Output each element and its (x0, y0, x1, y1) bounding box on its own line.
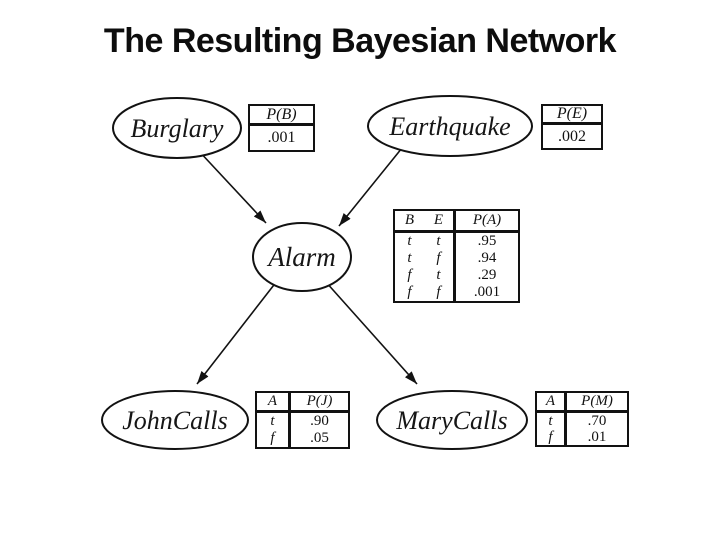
marycalls-cpt-cell: f (548, 428, 553, 445)
alarm-cpt-cell: f (407, 267, 412, 283)
edge-earthquake-alarm (338, 147, 403, 227)
johncalls-cpt-col-header-pj: P(J) (288, 393, 348, 413)
alarm-cpt-cell: t (436, 267, 441, 283)
marycalls-cpt-cell: t (548, 412, 553, 429)
edge-burglary-alarm (196, 148, 267, 224)
node-earthquake (367, 95, 533, 157)
johncalls-cpt-col-header-a: A (257, 393, 288, 413)
node-marycalls-label: MaryCalls (395, 406, 507, 435)
slide-title: The Resulting Bayesian Network (103, 22, 617, 60)
alarm-cpt-table: B E P(A) t t .95 t f .94 f t .29 f f .00… (393, 209, 520, 303)
burglary-cpt-header: P(B) (250, 106, 313, 126)
alarm-cpt-cell: .95 (453, 233, 518, 250)
node-alarm (252, 222, 352, 292)
marycalls-cpt-cell: .70 (564, 413, 627, 429)
alarm-cpt-col-header-b: B (395, 211, 424, 233)
alarm-cpt-cell: f (436, 284, 441, 300)
alarm-cpt-cell: .001 (453, 284, 518, 301)
burglary-cpt-table: P(B) .001 (248, 104, 315, 152)
node-burglary-label: Burglary (131, 114, 224, 143)
marycalls-cpt-col-header-pm: P(M) (564, 393, 627, 413)
johncalls-cpt-table: A P(J) t .90 f .05 (255, 391, 350, 449)
alarm-cpt-cell: .94 (453, 250, 518, 267)
node-johncalls-label: JohnCalls (122, 406, 227, 435)
alarm-cpt-cell: f (407, 284, 412, 300)
marycalls-cpt-table: A P(M) t .70 f .01 (535, 391, 629, 447)
johncalls-cpt-cell: .05 (288, 430, 348, 447)
alarm-cpt-cell: f (436, 250, 441, 266)
johncalls-cpt-cell: t (270, 413, 275, 429)
earthquake-cpt-header: P(E) (543, 106, 601, 125)
earthquake-cpt-table: P(E) .002 (541, 104, 603, 150)
node-johncalls (101, 390, 249, 450)
edge-alarm-marycalls (324, 280, 418, 385)
marycalls-cpt-cell: .01 (564, 429, 627, 445)
alarm-cpt-cell: t (407, 250, 412, 266)
johncalls-cpt-cell: f (270, 430, 275, 446)
earthquake-cpt-value: .002 (558, 127, 586, 145)
alarm-cpt-cell: t (436, 233, 441, 249)
node-burglary (112, 97, 242, 159)
alarm-cpt-col-header-e: E (424, 211, 453, 233)
burglary-cpt-value: .001 (267, 129, 296, 146)
node-marycalls (376, 390, 528, 450)
edge-alarm-johncalls (196, 280, 278, 385)
alarm-cpt-cell: .29 (453, 267, 518, 284)
marycalls-cpt-col-header-a: A (537, 393, 564, 413)
johncalls-cpt-cell: .90 (288, 413, 348, 430)
node-earthquake-label: Earthquake (388, 112, 510, 141)
alarm-cpt-col-header-pa: P(A) (453, 211, 518, 233)
node-alarm-label: Alarm (266, 242, 336, 272)
alarm-cpt-cell: t (407, 233, 412, 249)
